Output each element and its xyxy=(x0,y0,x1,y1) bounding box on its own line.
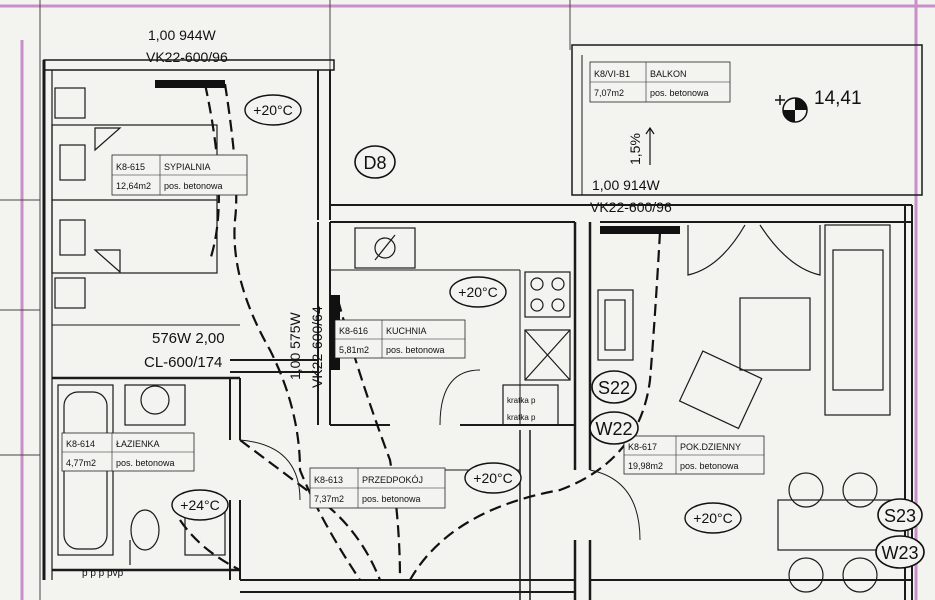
room-label-bedroom: K8-615 SYPIALNIA 12,64m2 pos. betonowa xyxy=(111,154,248,196)
room-code: K8-614 xyxy=(66,439,95,449)
room-name: BALKON xyxy=(650,69,687,79)
living-furniture xyxy=(589,224,909,593)
temp-value: +20°C xyxy=(458,284,497,300)
temp-living: +20°C xyxy=(684,502,742,534)
radiator-bathroom-spec: 576W 2,00 xyxy=(152,330,225,347)
room-name: PRZEDPOKÓJ xyxy=(362,475,423,485)
radiator-bedroom-spec: 1,00 944W xyxy=(148,27,216,43)
tag-s22: S22 xyxy=(591,370,637,404)
temp-value: +20°C xyxy=(693,510,732,526)
room-label-kitchen: K8-616 KUCHNIA 5,81m2 pos. betonowa xyxy=(334,319,466,359)
temp-value: +20°C xyxy=(473,470,512,486)
room-name: ŁAZIENKA xyxy=(116,439,160,449)
room-name: SYPIALNIA xyxy=(164,162,211,172)
walls xyxy=(42,44,923,600)
room-code: K8-613 xyxy=(314,475,343,485)
room-name: KUCHNIA xyxy=(386,326,427,336)
radiator-kitchen-model: VK22-600/64 xyxy=(309,306,325,388)
tag-value: S22 xyxy=(598,378,630,398)
kitchen-fixtures xyxy=(354,227,571,426)
elevation-marker xyxy=(775,95,808,123)
kitchen-socket-2: kratka p xyxy=(507,413,536,422)
room-floor: pos. betonowa xyxy=(164,181,223,191)
slope-arrow xyxy=(645,126,655,165)
room-code: K8/VI-B1 xyxy=(594,69,630,79)
room-label-hall: K8-613 PRZEDPOKÓJ 7,37m2 pos. betonowa xyxy=(309,467,446,509)
tag-s23: S23 xyxy=(877,498,923,532)
tag-d8: D8 xyxy=(354,145,396,179)
room-area: 7,07m2 xyxy=(594,88,624,98)
bed xyxy=(51,87,218,309)
room-label-balcony: K8/VI-B1 BALKON 7,07m2 pos. betonowa xyxy=(589,61,731,103)
room-floor: pos. betonowa xyxy=(650,88,709,98)
room-area: 4,77m2 xyxy=(66,458,96,468)
room-code: K8-616 xyxy=(339,326,368,336)
radiator-bedroom-model: VK22-600/96 xyxy=(146,49,228,65)
room-code: K8-617 xyxy=(628,442,657,452)
temp-bedroom: +20°C xyxy=(244,94,302,126)
temp-hall: +20°C xyxy=(464,462,522,494)
temp-value: +24°C xyxy=(180,497,219,513)
temp-value: +20°C xyxy=(253,102,292,118)
radiator-living-model: VK22-600/96 xyxy=(590,199,672,215)
slope-value: 1,5% xyxy=(627,133,643,165)
radiator-bedroom xyxy=(155,80,225,88)
room-floor: pos. betonowa xyxy=(386,345,445,355)
tag-w23: W23 xyxy=(875,535,925,569)
radiator-living-spec: 1,00 914W xyxy=(592,177,660,193)
tag-value: W22 xyxy=(595,419,632,439)
tag-value: S23 xyxy=(884,506,916,526)
temp-bathroom: +24°C xyxy=(171,489,229,521)
room-label-living: K8-617 POK.DZIENNY 19,98m2 pos. betonowa xyxy=(623,435,765,475)
elevation-value: 14,41 xyxy=(814,88,862,109)
room-area: 7,37m2 xyxy=(314,494,344,504)
temp-kitchen: +20°C xyxy=(449,276,507,308)
radiator-kitchen-spec: 1,00 575W xyxy=(287,312,303,380)
room-area: 19,98m2 xyxy=(628,461,663,471)
kitchen-socket-1: kratka p xyxy=(507,396,536,405)
room-area: 12,64m2 xyxy=(116,181,151,191)
room-floor: pos. betonowa xyxy=(116,458,175,468)
tag-w22: W22 xyxy=(589,411,639,445)
radiator-living xyxy=(600,226,680,234)
room-floor: pos. betonowa xyxy=(680,461,739,471)
tag-value: D8 xyxy=(363,153,386,173)
radiator-bathroom-model: CL-600/174 xyxy=(144,354,222,371)
room-name: POK.DZIENNY xyxy=(680,442,741,452)
bathroom-vents: p p p pvp xyxy=(82,568,124,579)
tag-value: W23 xyxy=(881,543,918,563)
room-label-bathroom: K8-614 ŁAZIENKA 4,77m2 pos. betonowa xyxy=(61,432,195,472)
room-code: K8-615 xyxy=(116,162,145,172)
room-area: 5,81m2 xyxy=(339,345,369,355)
room-floor: pos. betonowa xyxy=(362,494,421,504)
